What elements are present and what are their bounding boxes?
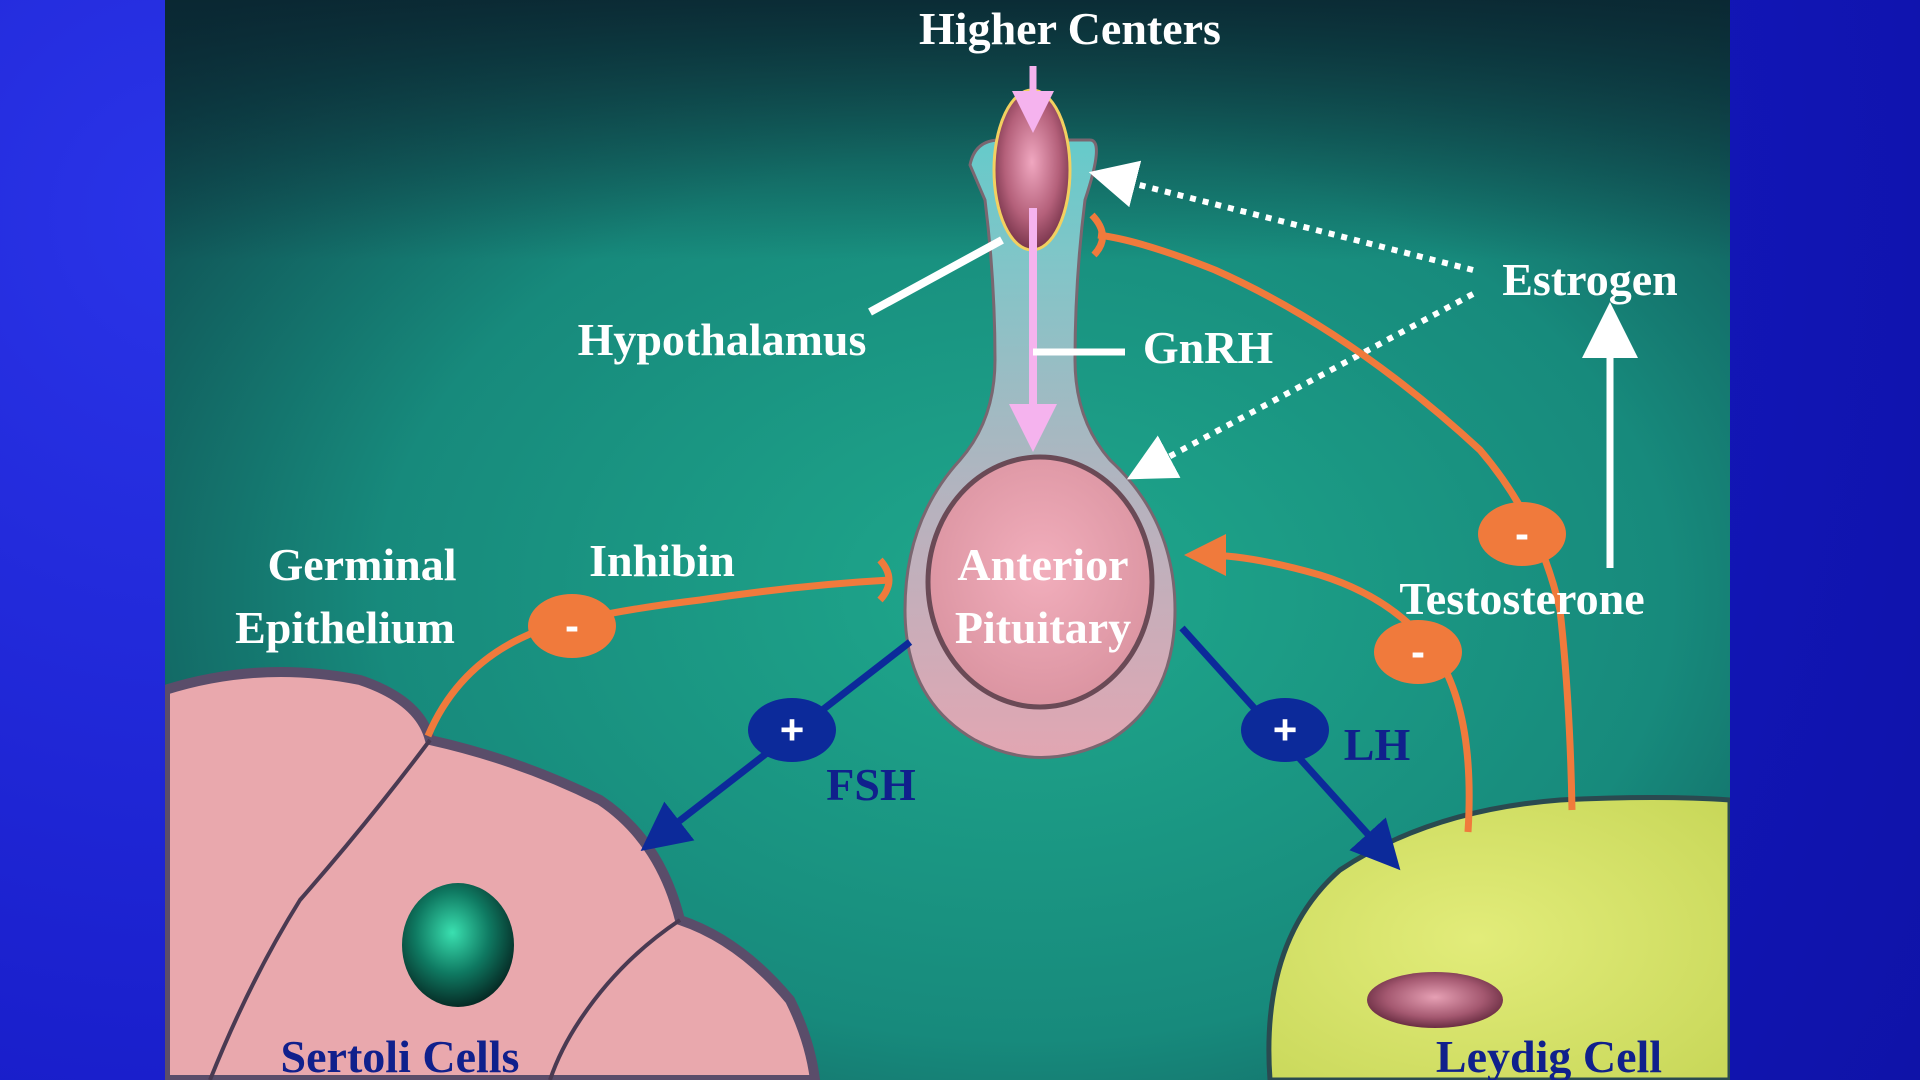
hypothalamus-inhibition-cap [1089,212,1106,258]
pituitary-label: Pituitary [955,602,1131,653]
hypothalamus-testosterone-minus-sign: - [1515,510,1529,557]
hypothalamus-label: Hypothalamus [578,314,867,365]
higher-centers-label: Higher Centers [919,3,1221,54]
slide-top-shade [165,0,1730,260]
fsh-stimulation-badge: + [748,698,836,762]
hypothalamus-testosterone-inhibition-badge: - [1478,502,1566,566]
fsh-label: FSH [826,759,916,810]
germinal-label: Germinal [267,539,456,590]
leydig-nucleus [1367,972,1503,1028]
slide: + + - - - Higher Centers Hypothalamus [165,0,1730,1080]
gnrh-label: GnRH [1143,322,1274,373]
epithelium-label: Epithelium [235,602,455,653]
lh-plus-sign: + [1273,706,1298,753]
leydig-cell-label: Leydig Cell [1436,1031,1662,1080]
inhibin-label: Inhibin [589,535,735,586]
inhibin-inhibition-badge: - [528,594,616,658]
estrogen-to-hypothalamus-arrow [1088,160,1474,273]
anterior-label: Anterior [957,539,1128,590]
inhibin-minus-sign: - [565,602,579,649]
testosterone-label: Testosterone [1399,573,1644,624]
hormone-feedback-diagram: + + - - - Higher Centers Hypothalamus [165,0,1730,1080]
hypothalamus-leader [868,236,1004,316]
testosterone-to-pituitary-inhibition [1184,534,1473,833]
lh-label: LH [1344,719,1411,770]
inhibin-to-pituitary-inhibition [424,576,891,738]
pituitary-inhibition-cap [877,557,893,603]
anterior-pituitary-lobe [925,454,1155,710]
sertoli-cells-label: Sertoli Cells [281,1031,520,1080]
sertoli-cells [165,667,821,1080]
fsh-plus-sign: + [780,706,805,753]
sertoli-nucleus [402,883,514,1007]
pituitary-testosterone-minus-sign: - [1411,628,1425,675]
testosterone-to-hypothalamus-inhibition [1097,231,1576,811]
pituitary-testosterone-inhibition-badge: - [1374,620,1462,684]
estrogen-label: Estrogen [1502,254,1678,305]
estrogen-to-pituitary-arrow [1126,291,1475,480]
lh-stimulation-badge: + [1241,698,1329,762]
